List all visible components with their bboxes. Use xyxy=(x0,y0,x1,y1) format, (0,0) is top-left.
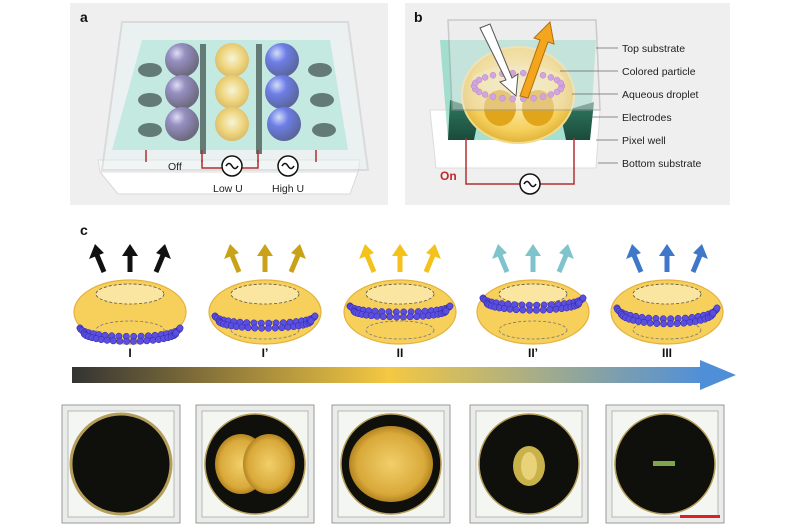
callout-electrodes: Electrodes xyxy=(622,112,672,124)
colored-particle xyxy=(539,72,547,79)
state-label: II’ xyxy=(528,346,538,360)
droplet-bottom-outline xyxy=(632,320,702,340)
scale-bar xyxy=(680,515,720,518)
droplet-top-outline xyxy=(498,283,568,305)
incident-light-arrow-icon xyxy=(479,23,519,98)
state-label: III xyxy=(662,346,672,360)
callout-aqueous-droplet: Aqueous droplet xyxy=(622,89,699,101)
reflected-light-arrow-icon xyxy=(519,20,555,99)
state-1: I xyxy=(73,244,187,360)
callout-pixel-well: Pixel well xyxy=(622,135,666,147)
droplet-bottom-outline xyxy=(230,320,300,340)
colored-particle xyxy=(499,94,506,102)
label-low-u: Low U xyxy=(213,183,243,195)
ac-source-low-icon xyxy=(221,155,243,177)
micrograph-5 xyxy=(605,404,725,524)
droplet-top-outline xyxy=(632,283,702,305)
reflected-light-arrows-icon xyxy=(224,244,306,273)
state-label: I xyxy=(128,346,131,360)
colored-particle xyxy=(553,88,561,96)
panel-b-letter: b xyxy=(414,9,423,25)
droplet-bottom-outline xyxy=(365,320,435,340)
reflected-light-arrows-icon xyxy=(626,244,708,273)
transition-gradient-arrow xyxy=(72,360,736,390)
micrograph-4 xyxy=(469,404,589,524)
electrodes-a xyxy=(138,44,336,154)
colored-particle xyxy=(475,76,483,84)
micrograph-1 xyxy=(61,404,181,524)
particle-belt xyxy=(613,304,721,328)
panel-a: a xyxy=(70,3,388,205)
droplet-top-outline xyxy=(365,283,435,305)
droplet-bottom-outline xyxy=(95,320,165,340)
colored-particle xyxy=(539,93,547,100)
callout-lines xyxy=(560,47,618,164)
ac-source-high-icon xyxy=(277,155,299,177)
label-off: Off xyxy=(168,161,182,173)
micrographs xyxy=(61,404,725,524)
state-2: I’ xyxy=(208,244,322,360)
particle-belt xyxy=(211,312,319,332)
droplet-bottom-outline xyxy=(498,320,568,340)
colored-particle xyxy=(557,79,564,87)
label-on: On xyxy=(440,169,457,183)
top-substrate-b xyxy=(447,19,601,111)
colored-particle xyxy=(520,69,527,77)
state-5: III xyxy=(610,244,724,360)
panel-a-letter: a xyxy=(80,9,88,25)
particle-belt xyxy=(346,302,454,321)
label-high-u: High U xyxy=(272,183,304,195)
colored-particle xyxy=(547,74,555,81)
colored-particle xyxy=(489,93,497,100)
droplet-top-outline xyxy=(230,283,300,305)
colored-particle xyxy=(530,94,537,102)
micrograph-3 xyxy=(331,404,451,524)
state-3: II xyxy=(343,244,457,360)
colored-particle xyxy=(481,74,489,81)
colored-particle xyxy=(481,91,489,98)
state-4: II’ xyxy=(476,244,590,360)
callout-colored-particle: Colored particle xyxy=(622,66,696,78)
colored-particle xyxy=(509,95,516,103)
ac-source-b-icon xyxy=(519,173,541,195)
state-label: I’ xyxy=(262,346,269,360)
pixel-droplets-a xyxy=(165,43,301,141)
callout-top-substrate: Top substrate xyxy=(622,43,685,55)
callout-bottom-substrate: Bottom substrate xyxy=(622,158,702,170)
panel-b: b On xyxy=(405,3,730,205)
reflected-light-arrows-icon xyxy=(359,244,441,273)
particle-belt xyxy=(479,294,587,314)
reflected-light-arrows-icon xyxy=(89,244,171,273)
droplet-top-outline xyxy=(95,283,165,305)
micrograph-2 xyxy=(195,404,315,524)
panel-c-letter: c xyxy=(80,222,88,238)
colored-particle xyxy=(489,72,497,79)
colored-particle xyxy=(547,91,555,98)
particle-belt xyxy=(76,324,184,345)
reflected-light-arrows-icon xyxy=(492,244,574,273)
state-label: II xyxy=(397,346,404,360)
top-substrate-a xyxy=(100,21,370,171)
